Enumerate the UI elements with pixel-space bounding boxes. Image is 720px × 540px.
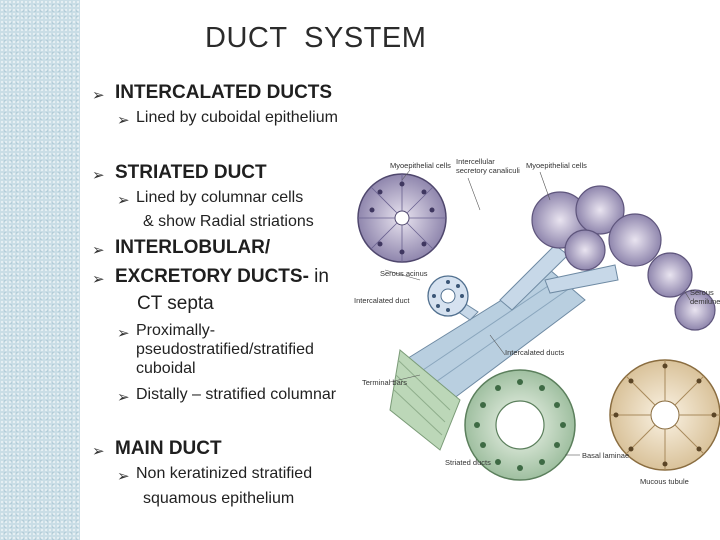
label-striated-ducts: Striated ducts — [445, 458, 491, 467]
bullet-icon: ➢ — [92, 87, 105, 104]
striated-duct-trunk — [389, 269, 586, 451]
label-terminal-bars: Terminal bars — [362, 378, 407, 387]
striated-lining-text: Lined by columnar cells — [136, 189, 304, 206]
excretory-proximally-text-2: pseudostratified/stratified — [136, 341, 314, 358]
bullet-icon: ➢ — [117, 325, 130, 342]
label-intercalated-ducts: Intercalated ducts — [505, 348, 564, 357]
label-intercellular: Intercellular — [456, 157, 495, 166]
excretory-proximally-text: Proximally- — [136, 322, 216, 339]
excretory-ducts-label: EXCRETORY DUCTS- — [115, 266, 309, 287]
bullet-icon: ➢ — [92, 443, 105, 460]
heading-interlobular: INTERLOBULAR/ — [115, 237, 271, 258]
main-duct-text: Non keratinized stratified — [136, 465, 313, 482]
bullet-icon: ➢ — [92, 242, 105, 259]
label-serous-acinus: Serous acinus — [380, 269, 428, 278]
label-mucous-tubule: Mucous tubule — [640, 477, 689, 486]
bullet-icon: ➢ — [92, 167, 105, 184]
bullet-icon: ➢ — [117, 192, 130, 209]
label-demilune: demilune — [690, 297, 720, 306]
label-secretory-canaliculi: secretory canaliculi — [456, 166, 520, 175]
excretory-proximally-text-3: cuboidal — [136, 360, 196, 377]
mucous-tubule-section — [609, 359, 720, 471]
main-duct-text-2: squamous epithelium — [143, 490, 295, 507]
heading-intercalated-ducts: INTERCALATED DUCTS — [115, 82, 333, 103]
excretory-ducts-tail: in — [308, 266, 329, 287]
decorative-side-band — [0, 0, 80, 540]
leader-lines — [384, 169, 691, 456]
duct-system-illustration: Myoepithelial cells Intercellular secret… — [354, 157, 720, 486]
intercalated-lining-text: Lined by cuboidal epithelium — [136, 109, 338, 126]
serous-acinus-section — [357, 173, 447, 263]
label-myoepithelial-left: Myoepithelial cells — [390, 161, 451, 170]
slide-title: DUCT SYSTEM — [205, 22, 427, 54]
heading-excretory-ducts: EXCRETORY DUCTS- in — [115, 266, 329, 288]
excretory-ct-septa: CT septa — [137, 293, 214, 314]
label-intercalated-duct: Intercalated duct — [354, 296, 410, 305]
serous-acini-cluster — [531, 185, 716, 331]
striated-striations-text: & show Radial striations — [143, 213, 314, 230]
bullet-icon: ➢ — [117, 468, 130, 485]
label-basal-laminae: Basal laminae — [582, 451, 629, 460]
intercalated-duct-section — [427, 275, 469, 317]
excretory-distally-text: Distally – stratified columnar — [136, 386, 337, 403]
bullet-icon: ➢ — [117, 112, 130, 129]
striated-duct-section — [464, 369, 576, 481]
bullet-icon: ➢ — [117, 389, 130, 406]
heading-main-duct: MAIN DUCT — [115, 438, 222, 459]
heading-striated-duct: STRIATED DUCT — [115, 162, 267, 183]
label-serous: Serous — [690, 288, 714, 297]
bullet-icon: ➢ — [92, 271, 105, 288]
label-myoepithelial-right: Myoepithelial cells — [526, 161, 587, 170]
